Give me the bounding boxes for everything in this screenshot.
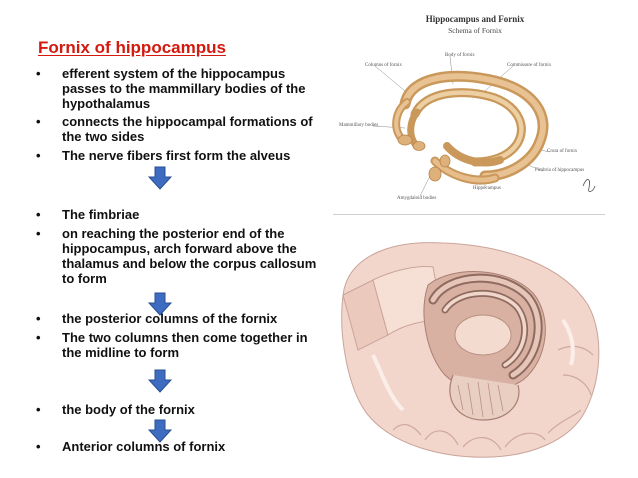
bullet-marker: • (36, 311, 41, 326)
bullet-item: • The two columns then come together in … (36, 330, 326, 361)
bullet-item: • The fimbriae (36, 207, 326, 223)
figure-label: Crura of fornix (547, 149, 578, 154)
figure-label: Mammillary bodies (339, 123, 379, 128)
bullet-item: • efferent system of the hippocampus pas… (36, 66, 326, 112)
bullet-marker: • (36, 402, 41, 417)
figure-label: Fimbria of hippocampus (535, 168, 585, 173)
figure-label: Columns of fornix (365, 63, 402, 68)
bullet-marker: • (36, 148, 41, 163)
bullet-text: Anterior columns of fornix (62, 439, 226, 454)
fornix-schema-illustration (372, 55, 596, 197)
bullet-text: on reaching the posterior end of the hip… (62, 226, 317, 286)
brain-dissection-illustration (341, 242, 600, 458)
bullet-text: The two columns then come together in th… (62, 330, 308, 360)
bullet-item: • The nerve fibers first form the alveus (36, 148, 326, 164)
bullet-text: the posterior columns of the fornix (62, 311, 278, 326)
bullet-item: • Anterior columns of fornix (36, 439, 326, 455)
bullet-marker: • (36, 114, 41, 129)
figure-divider (333, 214, 605, 215)
bullet-marker: • (36, 330, 41, 345)
figure-title: Hippocampus and Fornix (425, 14, 525, 24)
bullet-marker: • (36, 439, 41, 454)
bullet-text: connects the hippocampal formations of t… (62, 114, 313, 144)
bullet-text: The fimbriae (62, 207, 140, 222)
down-arrow-icon (148, 292, 172, 316)
bullet-marker: • (36, 226, 41, 241)
down-arrow-icon (148, 419, 172, 443)
slide-title: Fornix of hippocampus (38, 38, 226, 57)
bullet-text: The nerve fibers first form the alveus (62, 148, 291, 163)
figure-label: Commissure of fornix (507, 63, 552, 68)
figure-label: Hippocampus (473, 186, 501, 191)
bullet-item: • the body of the fornix (36, 402, 326, 418)
figure-label: Body of fornix (445, 53, 475, 58)
down-arrow-icon (148, 166, 172, 190)
figure-subtitle: Schema of Fornix (448, 26, 502, 35)
bullet-text: efferent system of the hippocampus passe… (62, 66, 306, 111)
bullet-marker: • (36, 66, 41, 81)
down-arrow-icon (148, 369, 172, 393)
bullet-item: • connects the hippocampal formations of… (36, 114, 326, 145)
bullet-item: • on reaching the posterior end of the h… (36, 226, 326, 288)
bullet-marker: • (36, 207, 41, 222)
bullet-item: • the posterior columns of the fornix (36, 311, 326, 327)
fornix-schema-figure: Hippocampus and Fornix Schema of Fornix (335, 8, 615, 208)
figure-label: Amygdaloid bodies (397, 196, 437, 201)
bullet-text: the body of the fornix (62, 402, 195, 417)
